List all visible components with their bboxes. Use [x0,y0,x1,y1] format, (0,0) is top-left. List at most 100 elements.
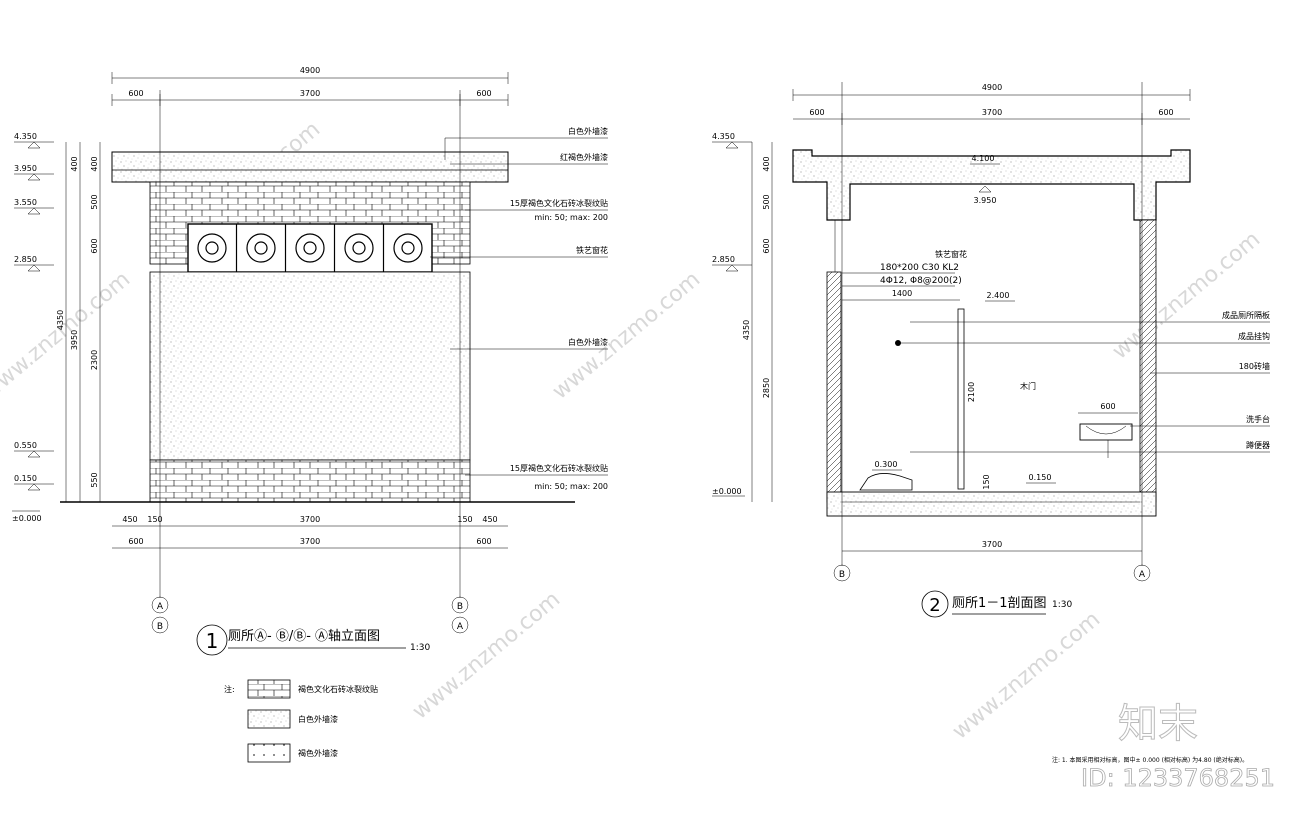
right-wall [1139,219,1157,503]
vertical-dimensions: 4350 3950 400 400 500 600 2300 550 [56,142,101,502]
svg-text:A: A [457,622,464,632]
svg-text:厕所Ⓐ- Ⓑ/Ⓑ- Ⓐ轴立面图: 厕所Ⓐ- Ⓑ/Ⓑ- Ⓐ轴立面图 [228,629,380,644]
main-wall [149,271,471,461]
top-dimensions: 4900 600 3700 600 [792,83,1191,125]
left-wall [826,271,842,503]
svg-text:2.850: 2.850 [712,255,735,264]
svg-text:0.300: 0.300 [875,460,898,469]
svg-text:4900: 4900 [982,83,1002,92]
floor-slab [826,491,1157,517]
svg-text:2100: 2100 [967,382,976,402]
elev-label: 3.550 [14,198,37,207]
svg-text:400: 400 [762,156,771,171]
lower-stone-band [149,459,471,503]
svg-text:A: A [157,602,164,612]
svg-text:min: 50; max: 200: min: 50; max: 200 [534,213,608,222]
dim-mid: 3700 [300,89,320,98]
bottom-dimensions: 450 150 3700 150 450 600 3700 600 [112,515,508,549]
svg-text:B: B [457,602,463,612]
general-note: 注: 1. 本图采用相对标高，图中± 0.000 (相对标高) 为4.80 (绝… [1052,756,1248,764]
svg-text:成品厕所隔板: 成品厕所隔板 [1222,310,1270,320]
dim-total: 4900 [300,66,320,75]
svg-text:600: 600 [1158,108,1173,117]
view-title: 2 厕所1－1剖面图 1:30 [921,590,1072,618]
svg-text:白色外墙漆: 白色外墙漆 [568,126,608,136]
svg-text:15厚褐色文化石砖冰裂纹贴: 15厚褐色文化石砖冰裂纹贴 [510,198,608,208]
svg-text:600: 600 [762,238,771,253]
hook [895,340,901,346]
svg-text:2.400: 2.400 [987,291,1010,300]
svg-text:木门: 木门 [1020,381,1036,391]
svg-text:600: 600 [809,108,824,117]
svg-text:4.100: 4.100 [972,154,995,163]
wash-basin [1079,423,1133,441]
svg-text:150: 150 [982,474,991,489]
svg-text:550: 550 [90,472,99,487]
squat-toilet [859,473,913,491]
svg-text:注:: 注: [224,684,235,694]
watermark-site: www.znzmo.com [0,267,135,405]
elev-label: 2.850 [14,255,37,264]
elev-label: 4.350 [14,132,37,141]
partition [957,308,965,490]
svg-text:B: B [157,622,163,632]
svg-text:180砖墙: 180砖墙 [1239,361,1270,371]
svg-text:3.950: 3.950 [974,196,997,205]
brand-watermark: 知末 ID: 1233768251 [1081,701,1276,793]
svg-text:1:30: 1:30 [410,643,430,653]
axis-markers: A B B A [151,596,469,634]
elev-label: 3.950 [14,164,37,173]
svg-text:600: 600 [90,238,99,253]
svg-text:4.350: 4.350 [712,132,735,141]
svg-text:蹲便器: 蹲便器 [1246,440,1270,450]
window-grille [187,223,433,273]
vertical-dimensions: 4350 400 500 600 2850 [742,142,773,502]
watermark-site: www.znzmo.com [1108,227,1265,365]
svg-text:600: 600 [476,537,491,546]
elev-label: 0.550 [14,441,37,450]
elev-label: ±0.000 [12,514,42,523]
svg-text:白色外墙漆: 白色外墙漆 [568,337,608,347]
svg-text:3700: 3700 [982,108,1002,117]
svg-text:铁艺窗花: 铁艺窗花 [935,249,967,259]
svg-text:褐色外墙漆: 褐色外墙漆 [298,748,338,758]
svg-text:2: 2 [929,595,940,616]
svg-text:min: 50; max: 200: min: 50; max: 200 [534,482,608,491]
watermark-site: www.znzmo.com [408,587,565,725]
svg-text:A: A [1139,570,1146,580]
svg-text:2300: 2300 [90,350,99,370]
elevation-marks: 4.350 2.850 ±0.000 4.100 3.950 [712,132,1000,497]
brand-logo: 知末 [1118,701,1198,747]
elevation-marks: 4.350 3.950 3.550 2.850 0.550 0.150 ±0.0… [12,132,54,523]
roof-slab [111,151,509,183]
svg-text:红褐色外墙漆: 红褐色外墙漆 [560,152,608,162]
elevation-view: 4900 600 3700 600 [12,66,608,763]
view-title: 1 厕所Ⓐ- Ⓑ/Ⓑ- Ⓐ轴立面图 1:30 [196,624,430,656]
svg-text:600: 600 [1100,402,1115,411]
svg-text:4350: 4350 [742,320,751,340]
elev-label: 0.150 [14,474,37,483]
svg-text:150: 150 [457,515,472,524]
svg-text:4Φ12, Φ8@200(2): 4Φ12, Φ8@200(2) [880,276,962,286]
svg-text:白色外墙漆: 白色外墙漆 [298,714,338,724]
svg-text:B: B [839,570,845,580]
svg-text:成品挂钩: 成品挂钩 [1238,331,1270,341]
svg-text:150: 150 [147,515,162,524]
dim-left: 600 [128,89,143,98]
beam-annotation: 铁艺窗花 180*200 C30 KL2 4Φ12, Φ8@200(2) 140… [842,249,1138,490]
svg-text:450: 450 [482,515,497,524]
watermark-id: ID: 1233768251 [1081,764,1275,792]
dim-right: 600 [476,89,491,98]
svg-text:厕所1－1剖面图: 厕所1－1剖面图 [952,596,1047,611]
svg-text:400: 400 [70,156,79,171]
callouts: 白色外墙漆 红褐色外墙漆 15厚褐色文化石砖冰裂纹贴 min: 50; max:… [430,126,608,491]
svg-text:15厚褐色文化石砖冰裂纹贴: 15厚褐色文化石砖冰裂纹贴 [510,463,608,473]
svg-text:450: 450 [122,515,137,524]
svg-text:400: 400 [90,156,99,171]
svg-text:1: 1 [206,629,219,653]
svg-text:1:30: 1:30 [1052,600,1072,610]
top-dimensions: 4900 600 3700 600 [111,66,509,106]
svg-text:3700: 3700 [300,515,320,524]
svg-text:±0.000: ±0.000 [712,487,742,496]
